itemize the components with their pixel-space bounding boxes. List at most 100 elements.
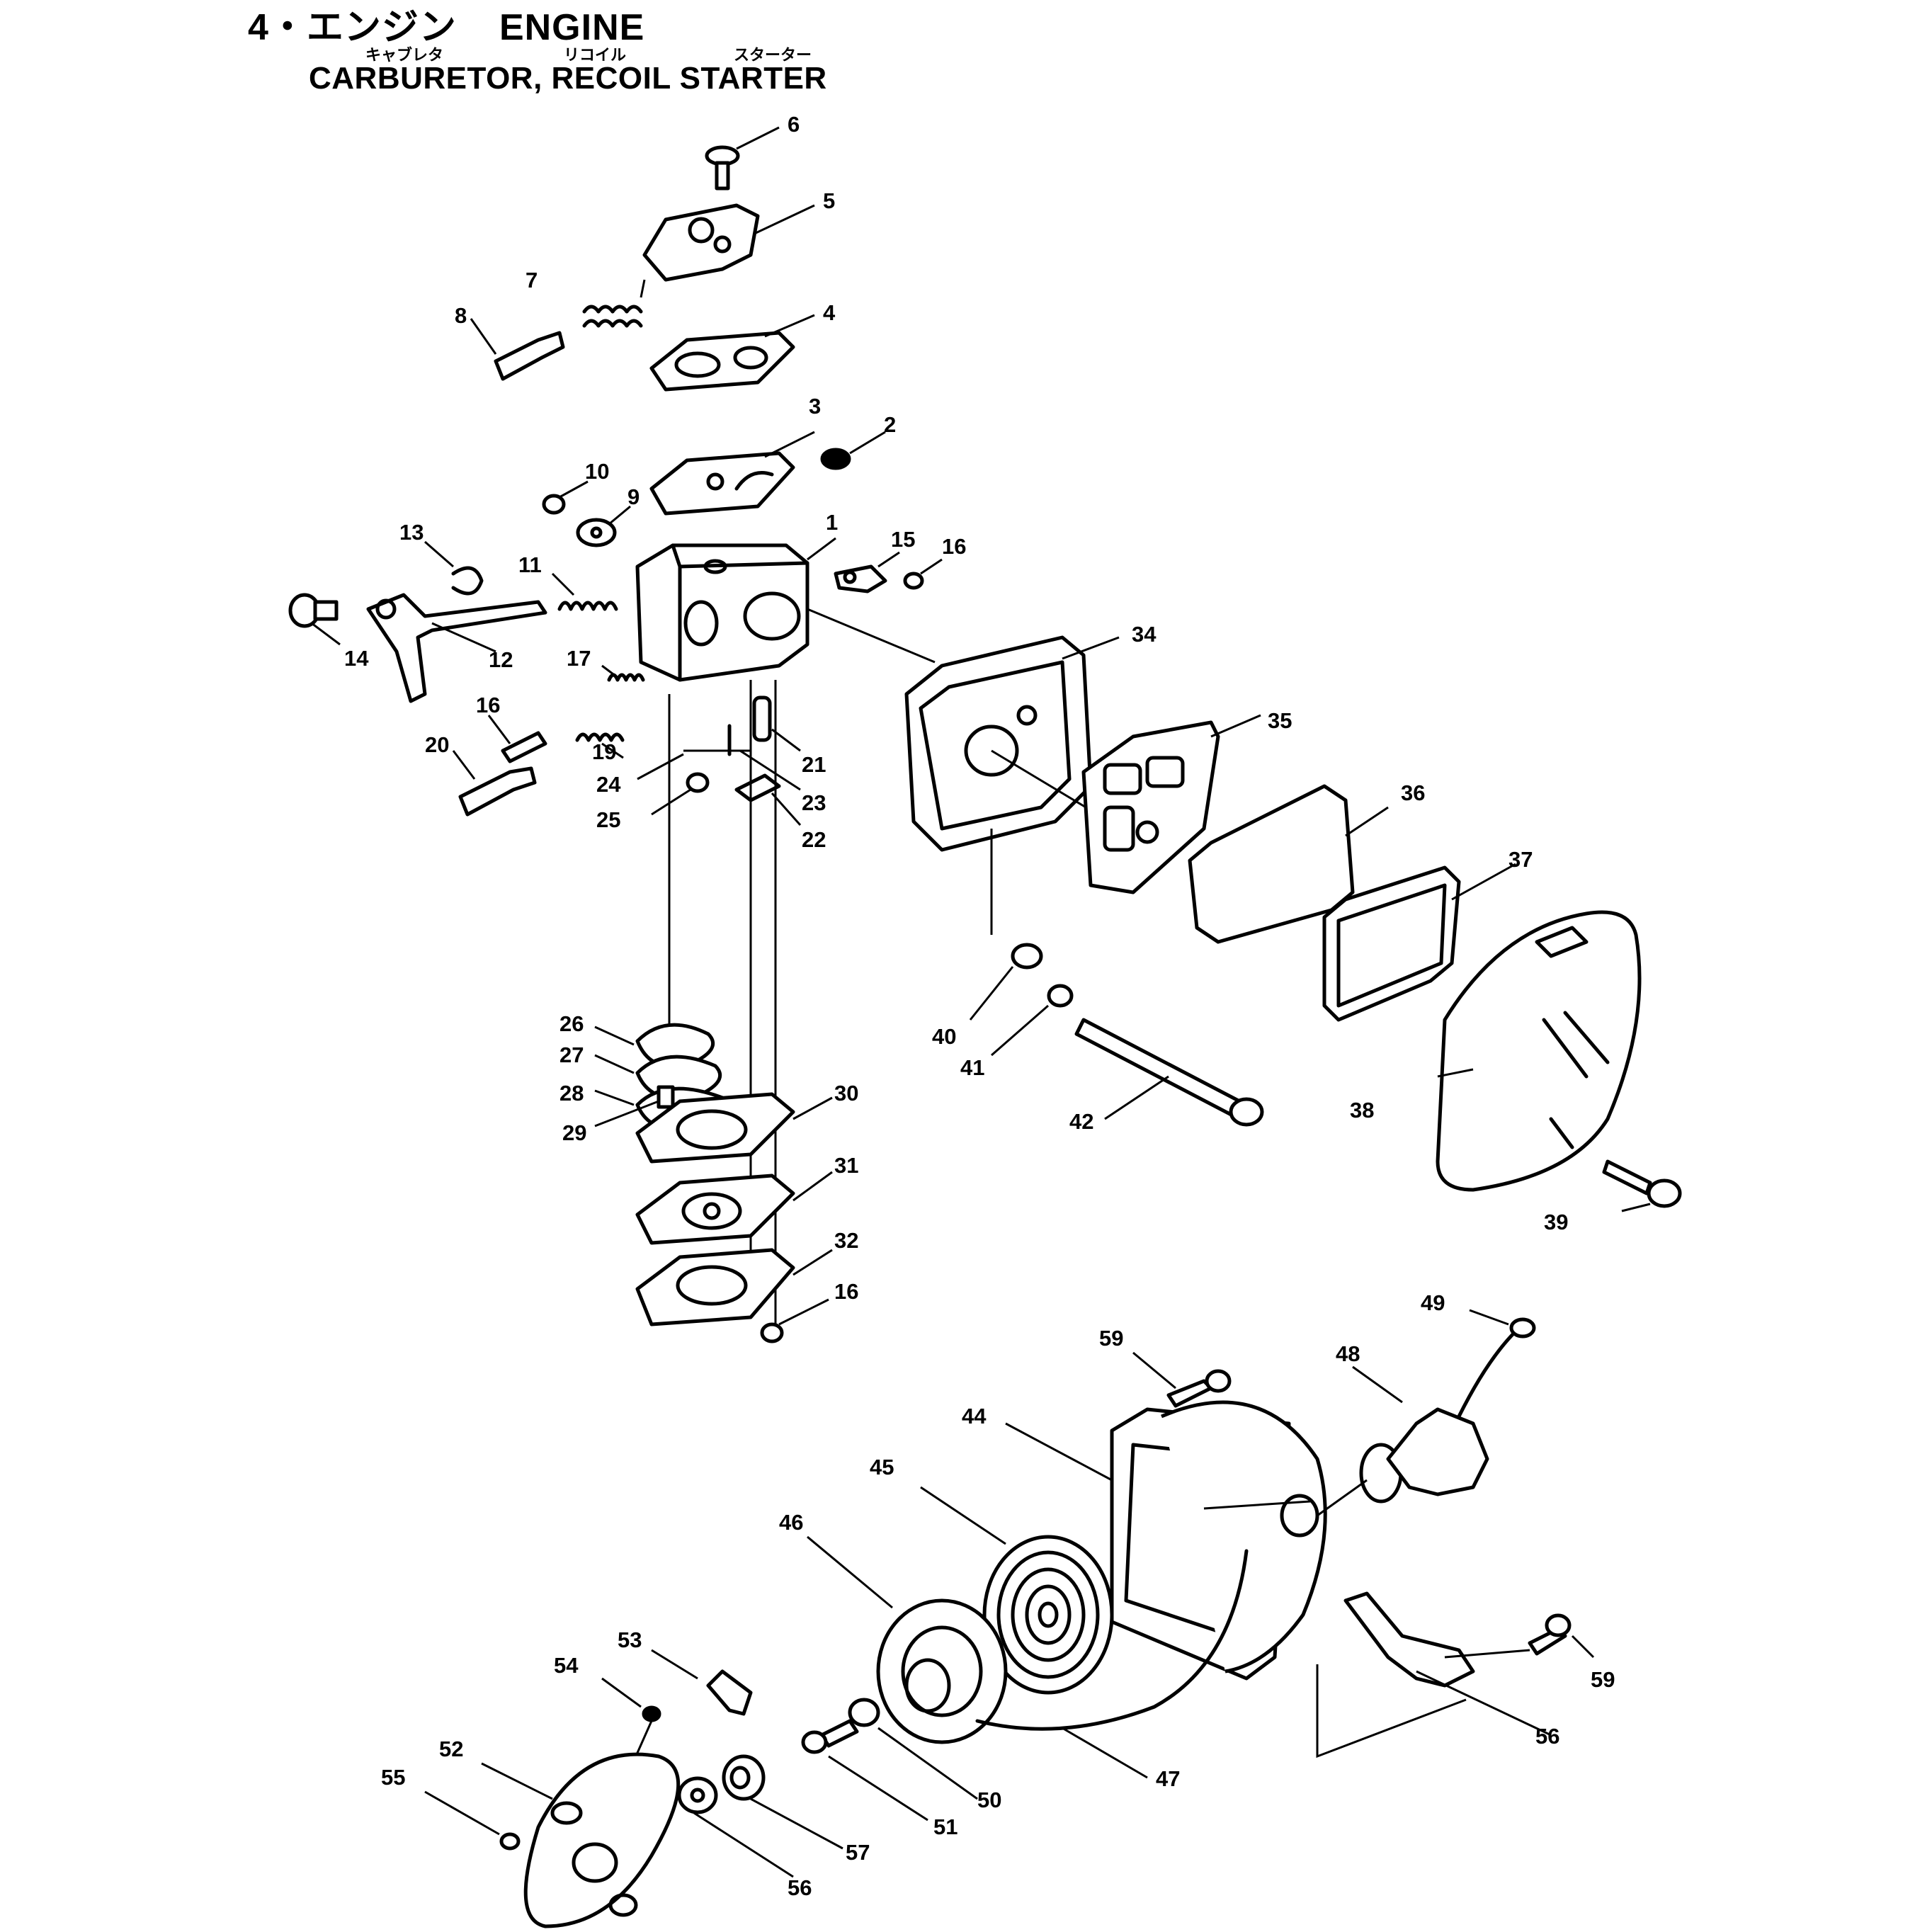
part-24-pin xyxy=(637,749,751,780)
part-56-washer xyxy=(677,1776,794,1878)
part-49-cord-end xyxy=(1457,1309,1536,1419)
kana-carburetor: キャブレタ xyxy=(365,47,444,64)
part-57-bushing xyxy=(722,1754,843,1850)
part-38-cover xyxy=(1436,910,1642,1192)
kana-reading-row: キャブレタ リコイル スターター xyxy=(309,42,946,64)
kana-recoil: リコイル xyxy=(564,47,627,64)
callout-47: 47 xyxy=(1156,1766,1180,1791)
callout-25: 25 xyxy=(596,807,620,832)
callout-34: 34 xyxy=(1132,622,1157,647)
part-52-ratchet-plate xyxy=(481,1752,681,1928)
part-13-clip xyxy=(424,540,484,596)
callout-15: 15 xyxy=(891,527,915,552)
callout-56: 56 xyxy=(788,1875,812,1900)
callout-5: 5 xyxy=(823,188,835,213)
part-51-bolt xyxy=(801,1719,928,1822)
callout-53: 53 xyxy=(618,1627,642,1652)
callout-31: 31 xyxy=(834,1153,858,1178)
section-number: 4・ xyxy=(248,7,307,48)
part-31-diaphragm xyxy=(635,1171,833,1245)
part-14-screw xyxy=(288,593,341,646)
callout-12: 12 xyxy=(489,647,513,672)
part-34-air-cleaner-body xyxy=(904,635,1120,935)
part-59-screw-b xyxy=(1528,1613,1595,1659)
callout-36: 36 xyxy=(1401,780,1425,805)
part-46-pulley xyxy=(807,1535,1008,1744)
callout-54: 54 xyxy=(554,1653,579,1678)
callout-59-right: 59 xyxy=(1591,1667,1615,1692)
callout-52: 52 xyxy=(439,1737,463,1761)
part-6-screw xyxy=(705,126,780,191)
callout-26: 26 xyxy=(559,1011,584,1036)
callout-42: 42 xyxy=(1069,1109,1093,1134)
callout-23: 23 xyxy=(802,790,826,815)
callout-44: 44 xyxy=(962,1404,987,1428)
part-10-nut xyxy=(542,480,589,515)
callout-labels: 6 5 7 8 4 3 2 10 9 1 15 16 13 11 14 12 1… xyxy=(344,112,1615,1900)
callout-46: 46 xyxy=(779,1510,803,1535)
part-32-gasket xyxy=(635,1248,833,1326)
callout-1: 1 xyxy=(826,510,838,535)
callout-4: 4 xyxy=(823,300,836,325)
callout-22: 22 xyxy=(802,827,826,852)
part-36-filter xyxy=(1188,784,1389,944)
callout-29: 29 xyxy=(562,1120,586,1145)
part-44-starter-case xyxy=(1005,1400,1327,1681)
callout-40: 40 xyxy=(932,1024,956,1049)
part-37-gasket xyxy=(1322,863,1516,1022)
callout-3: 3 xyxy=(809,394,821,419)
part-9-washer xyxy=(576,505,631,547)
part-50-washer xyxy=(848,1698,978,1800)
callout-16-mid: 16 xyxy=(476,693,500,717)
part-59-screw-a xyxy=(1132,1351,1232,1408)
callout-11: 11 xyxy=(518,552,542,577)
callout-32: 32 xyxy=(834,1228,858,1253)
callout-57: 57 xyxy=(846,1840,870,1865)
part-2-cap xyxy=(820,431,886,470)
callout-17: 17 xyxy=(567,646,591,671)
callout-48: 48 xyxy=(1336,1341,1360,1366)
callout-6: 6 xyxy=(788,112,800,137)
callout-2: 2 xyxy=(884,412,896,437)
part-58-bracket xyxy=(1316,1591,1552,1758)
part-17-spring xyxy=(601,664,645,682)
callout-9: 9 xyxy=(627,484,640,509)
part-35-gasket xyxy=(1081,714,1261,894)
part-42-long-bolt xyxy=(1074,1018,1264,1127)
callout-59-top: 59 xyxy=(1099,1326,1123,1351)
subtitle: CARBURETOR, RECOIL STARTER xyxy=(309,61,827,96)
callout-24: 24 xyxy=(596,772,621,797)
part-40-washer xyxy=(969,943,1043,1021)
callout-30: 30 xyxy=(834,1081,858,1106)
callout-37: 37 xyxy=(1508,847,1533,872)
callout-45: 45 xyxy=(870,1455,894,1479)
part-39-bolt xyxy=(1602,1159,1682,1212)
part-12-throttle-lever xyxy=(366,593,547,703)
part-55-clip xyxy=(424,1790,521,1851)
part-25-screw xyxy=(651,772,710,816)
part-8-screw xyxy=(470,318,565,381)
kana-starter: スターター xyxy=(734,47,812,64)
callout-21: 21 xyxy=(802,752,826,777)
callout-35: 35 xyxy=(1268,708,1292,733)
part-16-screw-b xyxy=(487,715,547,763)
part-20-screw xyxy=(452,750,537,817)
part-48-handle xyxy=(1317,1365,1489,1517)
callout-39: 39 xyxy=(1544,1210,1568,1234)
callout-19: 19 xyxy=(592,739,616,764)
part-15-clip xyxy=(834,551,900,593)
part-45-spring xyxy=(920,1486,1114,1695)
callout-8: 8 xyxy=(455,303,467,328)
callout-55: 55 xyxy=(381,1765,405,1790)
callout-38: 38 xyxy=(1350,1098,1374,1123)
part-16-screw-a xyxy=(903,558,943,590)
callout-27: 27 xyxy=(559,1042,584,1067)
part-5-pump-cover xyxy=(642,203,815,282)
callout-49: 49 xyxy=(1421,1290,1445,1315)
callout-58: 56 xyxy=(1535,1724,1559,1749)
callout-10: 10 xyxy=(585,459,609,484)
callout-41: 41 xyxy=(960,1055,984,1080)
section-title-en: ENGINE xyxy=(499,7,645,48)
